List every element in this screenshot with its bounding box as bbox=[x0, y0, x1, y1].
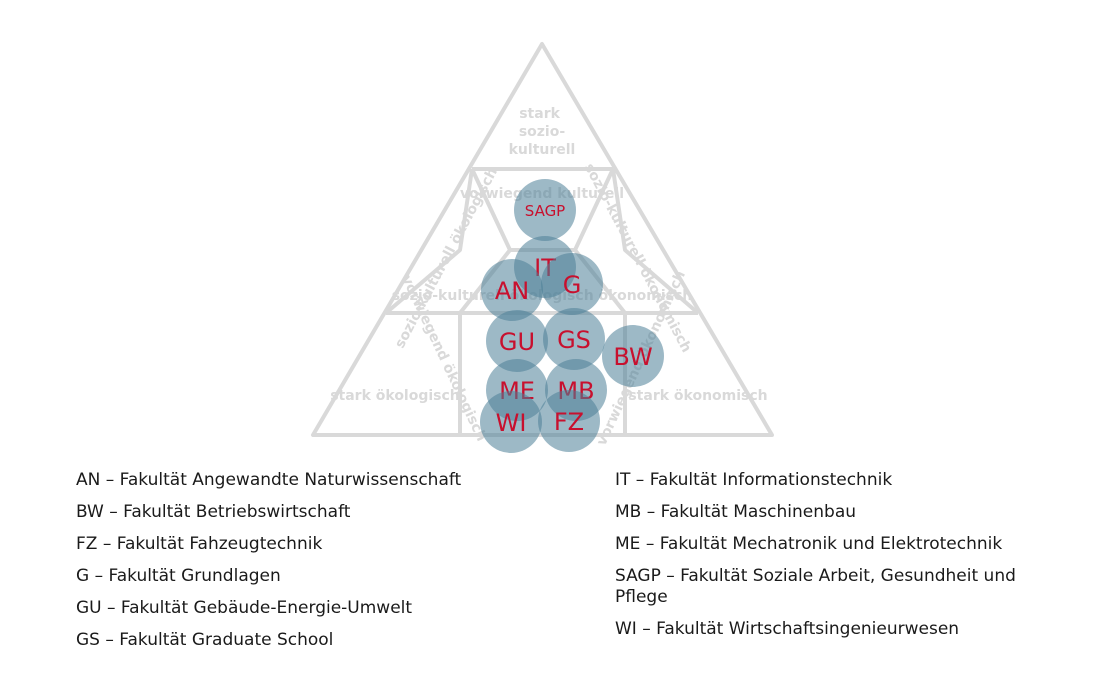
bubble-gs: GS bbox=[543, 308, 605, 370]
bubble-sagp: SAGP bbox=[514, 179, 576, 241]
svg-text:G: G bbox=[563, 271, 582, 299]
bubble-g: G bbox=[541, 253, 603, 315]
bubble-fz: FZ bbox=[538, 390, 600, 452]
legend-item-gs: GS – Fakultät Graduate School bbox=[76, 630, 334, 650]
legend-item-fz: FZ – Fakultät Fahzeugtechnik bbox=[76, 534, 323, 554]
legend-item-sagp: SAGP – Fakultät Soziale Arbeit, Gesundhe… bbox=[615, 566, 1016, 607]
svg-text:AN: AN bbox=[495, 277, 529, 305]
zone-top-line-2: sozio- bbox=[519, 124, 566, 140]
svg-text:GS: GS bbox=[557, 326, 591, 354]
faculty-bubbles: SAGP IT G AN GU GS BW ME bbox=[480, 179, 664, 453]
legend-item-me: ME – Fakultät Mechatronik und Elektrotec… bbox=[615, 534, 1003, 554]
zone-label-upper-left: sozio-kulturell ökologisch bbox=[392, 165, 501, 351]
zone-label-top: stark sozio-kulturell bbox=[509, 106, 576, 158]
zone-label-left: stark ökologisch bbox=[330, 388, 460, 404]
bubble-an: AN bbox=[481, 259, 543, 321]
zone-top-line-1: stark bbox=[519, 106, 560, 122]
grid-line-right-inner bbox=[611, 168, 700, 315]
legend-item-it: IT – Fakultät Informationstechnik bbox=[615, 470, 893, 490]
legend-item-an: AN – Fakultät Angewandte Naturwissenscha… bbox=[76, 470, 462, 490]
svg-text:GU: GU bbox=[499, 328, 535, 356]
zone-label-right: stark ökonomisch bbox=[628, 388, 767, 404]
legend-right-column: IT – Fakultät Informationstechnik MB – F… bbox=[615, 470, 1065, 651]
legend-item-wi: WI – Fakultät Wirtschaftsingenieurwesen bbox=[615, 619, 960, 639]
sustainability-triangle-diagram: stark sozio-kulturell vorwiegend kulture… bbox=[311, 42, 774, 453]
legend-item-gu: GU – Fakultät Gebäude-Energie-Umwelt bbox=[76, 598, 413, 618]
grid-line-left-inner bbox=[384, 168, 474, 315]
legend-left-column: AN – Fakultät Angewandte Naturwissenscha… bbox=[76, 470, 576, 662]
legend-item-g: G – Fakultät Grundlagen bbox=[76, 566, 281, 586]
svg-text:WI: WI bbox=[496, 409, 527, 437]
svg-text:BW: BW bbox=[613, 343, 652, 371]
bubble-bw: BW bbox=[602, 325, 664, 387]
legend-item-bw: BW – Fakultät Betriebswirtschaft bbox=[76, 502, 351, 522]
legend-item-mb: MB – Fakultät Maschinenbau bbox=[615, 502, 857, 522]
bubble-wi: WI bbox=[480, 391, 542, 453]
bubble-gu: GU bbox=[486, 310, 548, 372]
svg-text:FZ: FZ bbox=[554, 408, 584, 436]
zone-top-line-3: kulturell bbox=[509, 142, 576, 158]
svg-text:SAGP: SAGP bbox=[525, 202, 565, 220]
